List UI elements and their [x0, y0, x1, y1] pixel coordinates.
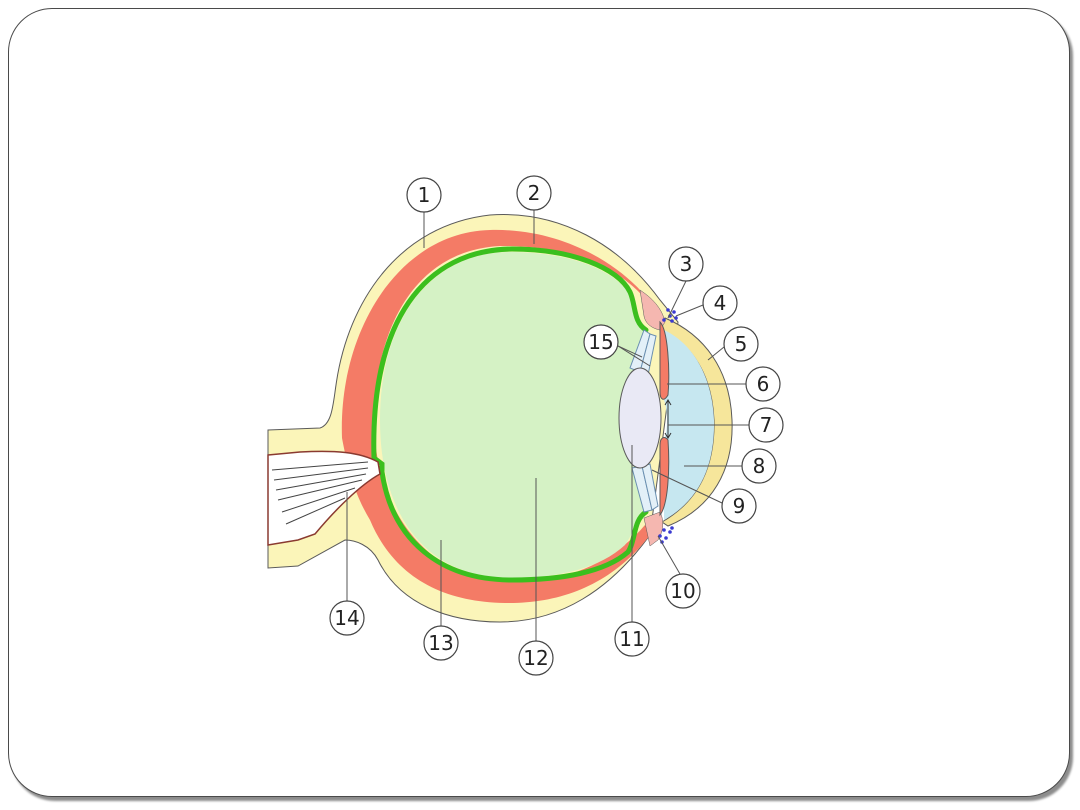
callout-11: 11 [614, 621, 650, 657]
callout-5: 5 [723, 326, 759, 362]
leader-5 [707, 346, 725, 361]
callout-4: 4 [702, 285, 738, 321]
leader-15b [617, 345, 651, 367]
vitreous-body [380, 252, 644, 578]
callout-15: 15 [583, 324, 619, 360]
callout-3: 3 [668, 246, 704, 282]
callout-label: 13 [428, 631, 453, 655]
choroid [341, 229, 650, 604]
callout-label: 1 [418, 183, 431, 207]
callout-label: 4 [714, 291, 727, 315]
callout-label: 15 [588, 330, 613, 354]
eye-illustration [267, 214, 733, 623]
pupil-marker [664, 399, 672, 439]
leader-4 [675, 304, 704, 317]
callouts: 1 2 3 4 5 6 7 8 9 10 11 12 13 14 15 [329, 175, 784, 676]
callout-9: 9 [721, 488, 757, 524]
callout-label: 3 [680, 252, 693, 276]
callout-8: 8 [741, 448, 777, 484]
optic-disc [372, 456, 385, 472]
callout-7: 7 [748, 407, 784, 443]
callout-13: 13 [423, 625, 459, 661]
callout-10: 10 [665, 573, 701, 609]
callout-2: 2 [516, 175, 552, 211]
callout-label: 5 [735, 332, 748, 356]
callout-label: 9 [733, 494, 746, 518]
leader-lines [346, 210, 749, 641]
callout-label: 6 [757, 372, 770, 396]
iris-top [659, 320, 670, 400]
optic-nerve-fibers [271, 461, 369, 525]
lens [618, 367, 662, 469]
callout-label: 8 [753, 454, 766, 478]
callout-6: 6 [745, 366, 781, 402]
callout-label: 2 [528, 181, 541, 205]
callout-label: 14 [334, 606, 359, 630]
leader-10 [657, 535, 681, 575]
callout-1: 1 [406, 177, 442, 213]
leader-15a [617, 345, 643, 358]
callout-label: 11 [619, 627, 644, 651]
leader-3 [667, 280, 687, 319]
callout-label: 7 [760, 413, 773, 437]
callout-label: 10 [670, 579, 695, 603]
ciliary-body-bottom [643, 511, 663, 547]
callout-label: 12 [523, 646, 548, 670]
callout-14: 14 [329, 600, 365, 636]
retina [371, 246, 649, 583]
leader-9 [651, 469, 723, 504]
callout-12: 12 [518, 640, 554, 676]
